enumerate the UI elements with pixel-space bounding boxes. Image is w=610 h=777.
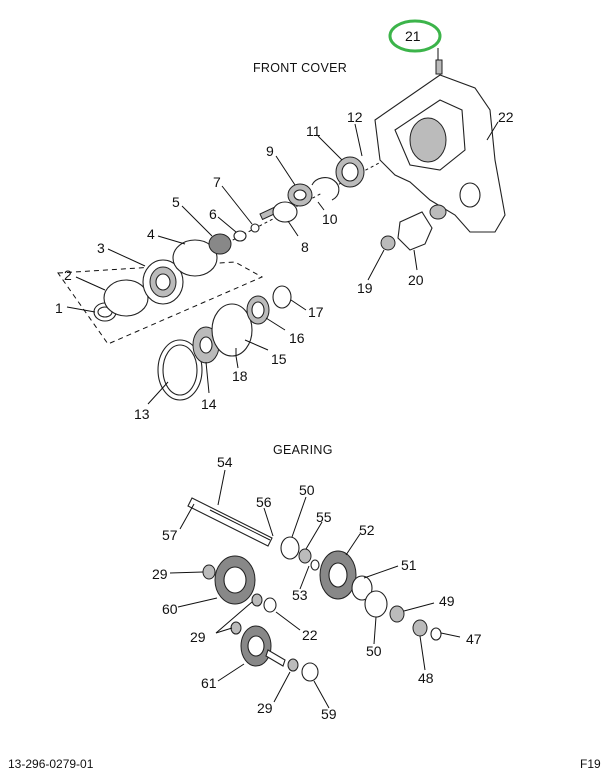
- gearing-callouts: 54 56 50 55 57 52 29 53 51 60 49 29 22 4…: [152, 454, 482, 722]
- callout-3[interactable]: 3: [97, 240, 105, 256]
- callout-20[interactable]: 20: [408, 272, 424, 288]
- front-cover-title: FRONT COVER: [253, 61, 347, 75]
- gearing-title: GEARING: [273, 443, 333, 457]
- callout-16[interactable]: 16: [289, 330, 305, 346]
- highlight-ring: [388, 19, 442, 53]
- callout-10[interactable]: 10: [322, 211, 338, 227]
- callout-52[interactable]: 52: [359, 522, 375, 538]
- front-cover-callouts: 1 2 3 4 5 6 7 8 9 10 11 12 13 14 15 16 1…: [55, 109, 514, 422]
- callout-22-gearing[interactable]: 22: [302, 627, 318, 643]
- callout-5[interactable]: 5: [172, 194, 180, 210]
- callout-29-bottom[interactable]: 29: [257, 700, 273, 716]
- callout-7[interactable]: 7: [213, 174, 221, 190]
- callout-21[interactable]: 21: [405, 28, 421, 44]
- callout-51[interactable]: 51: [401, 557, 417, 573]
- callout-12[interactable]: 12: [347, 109, 363, 125]
- gearing-drawing: [187, 497, 442, 682]
- callout-18[interactable]: 18: [232, 368, 248, 384]
- callout-14[interactable]: 14: [201, 396, 217, 412]
- callout-8[interactable]: 8: [301, 239, 309, 255]
- callout-29-left[interactable]: 29: [152, 566, 168, 582]
- callout-6[interactable]: 6: [209, 206, 217, 222]
- footer-part-number: 13-296-0279-01: [8, 757, 94, 771]
- callout-1[interactable]: 1: [55, 300, 63, 316]
- callout-47[interactable]: 47: [466, 631, 482, 647]
- callout-55[interactable]: 55: [316, 509, 332, 525]
- front-cover-drawing: [57, 59, 506, 401]
- callout-54[interactable]: 54: [217, 454, 233, 470]
- callout-9[interactable]: 9: [266, 143, 274, 159]
- callout-15[interactable]: 15: [271, 351, 287, 367]
- callout-56[interactable]: 56: [256, 494, 272, 510]
- callout-50-upper[interactable]: 50: [299, 482, 315, 498]
- callout-50-lower[interactable]: 50: [366, 643, 382, 659]
- callout-49[interactable]: 49: [439, 593, 455, 609]
- callout-22[interactable]: 22: [498, 109, 514, 125]
- callout-60[interactable]: 60: [162, 601, 178, 617]
- callout-19[interactable]: 19: [357, 280, 373, 296]
- callout-2[interactable]: 2: [64, 267, 72, 283]
- callout-29-mid[interactable]: 29: [190, 629, 206, 645]
- callout-13[interactable]: 13: [134, 406, 150, 422]
- footer-page-ref: F19: [580, 757, 601, 771]
- callout-59[interactable]: 59: [321, 706, 337, 722]
- callout-11[interactable]: 11: [306, 123, 321, 139]
- callout-61[interactable]: 61: [201, 675, 217, 691]
- leader-lines: [66, 48, 499, 709]
- callout-4[interactable]: 4: [147, 226, 155, 242]
- callout-17[interactable]: 17: [308, 304, 324, 320]
- callout-57[interactable]: 57: [162, 527, 178, 543]
- callout-48[interactable]: 48: [418, 670, 434, 686]
- callout-53[interactable]: 53: [292, 587, 308, 603]
